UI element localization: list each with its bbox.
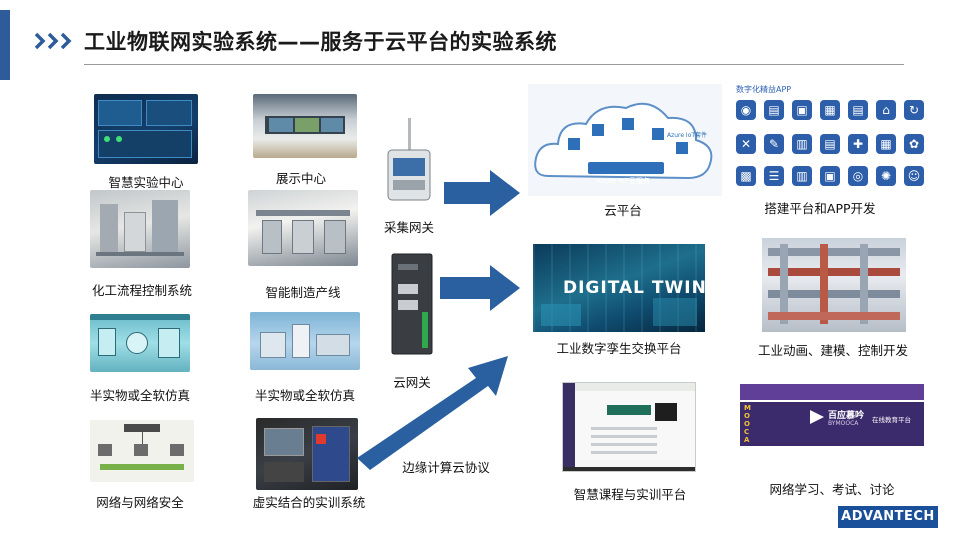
caption-simulation-2: 半实物或全软仿真 bbox=[254, 388, 355, 403]
box-icon: ▦ bbox=[820, 100, 840, 120]
caption-smart-manufacturing: 智能制造产线 bbox=[265, 285, 341, 300]
caption-app-dev: 搭建平台和APP开发 bbox=[764, 201, 876, 216]
training-system-photo bbox=[256, 418, 358, 490]
chart-icon: ▥ bbox=[792, 134, 812, 154]
caption-course-platform: 智慧课程与实训平台 bbox=[573, 487, 687, 502]
app-panel-title: 数字化精益APP bbox=[736, 85, 792, 94]
mooc-letter-m: M bbox=[744, 404, 751, 412]
people-icon: ☺ bbox=[904, 166, 924, 186]
cloud-inner-label: Azure IoT云服务 bbox=[596, 177, 650, 185]
advantech-logo: ADVANTECH bbox=[838, 506, 938, 528]
cloud-gateway-device bbox=[391, 253, 433, 355]
simulation-screen-1 bbox=[90, 314, 190, 372]
calc-icon: ▦ bbox=[876, 134, 896, 154]
image-icon: ▣ bbox=[792, 100, 812, 120]
simulation-screen-2 bbox=[250, 312, 360, 370]
gauge-icon: ◉ bbox=[736, 100, 756, 120]
search-icon: ◎ bbox=[848, 166, 868, 186]
caption-network-security: 网络与网络安全 bbox=[96, 495, 184, 510]
grid-icon: ▩ bbox=[736, 166, 756, 186]
mooc-letter-o1: O bbox=[744, 412, 750, 420]
cloud-platform-diagram bbox=[528, 84, 722, 196]
smart-manufacturing-photo bbox=[248, 190, 358, 266]
cloud-sub-label: Azure IoT套件 bbox=[666, 132, 708, 139]
mooc-letter-a: A bbox=[744, 436, 750, 444]
accent-bar bbox=[0, 10, 10, 80]
tools-icon: ✕ bbox=[736, 134, 756, 154]
caption-smart-lab: 智慧实验中心 bbox=[108, 175, 184, 190]
mooc-letter-o2: O bbox=[744, 420, 750, 428]
caption-collection-gateway: 采集网关 bbox=[383, 220, 434, 235]
arrow-to-twin bbox=[440, 265, 520, 311]
list-icon: ☰ bbox=[764, 166, 784, 186]
caption-digital-twin: 工业数字孪生交换平台 bbox=[556, 341, 682, 356]
collection-gateway-device bbox=[387, 118, 431, 201]
digital-twin-text: DIGITAL TWIN bbox=[563, 278, 705, 298]
sync-icon: ↻ bbox=[904, 100, 924, 120]
caption-cloud-platform: 云平台 bbox=[604, 203, 642, 218]
caption-exhibition: 展示中心 bbox=[275, 171, 326, 186]
cart-icon: ▣ bbox=[820, 166, 840, 186]
doc-icon: ▤ bbox=[820, 134, 840, 154]
mooc-platform-label: 在线教育平台 bbox=[872, 416, 911, 424]
mooc-brand-name: 百应慕吟 bbox=[828, 411, 865, 421]
caption-edge-protocol: 边缘计算云协议 bbox=[402, 460, 490, 475]
mooc-letter-c: C bbox=[744, 428, 750, 436]
arrow-to-cloud bbox=[444, 170, 520, 216]
caption-simulation-1: 半实物或全软仿真 bbox=[89, 388, 190, 403]
gear-icon: ✿ bbox=[904, 134, 924, 154]
doc-icon: ▤ bbox=[848, 100, 868, 120]
network-security-diagram bbox=[90, 420, 194, 482]
mooc-banner: M O O C A 百应慕吟 BYMOOCA 在线教育平台 bbox=[740, 384, 924, 454]
chemical-process-photo bbox=[90, 190, 190, 268]
caption-cloud-gateway: 云网关 bbox=[393, 375, 431, 390]
caption-animation: 工业动画、建模、控制开发 bbox=[757, 343, 908, 358]
doc-icon: ▤ bbox=[764, 100, 784, 120]
smart-lab-photo bbox=[94, 94, 198, 164]
exhibition-center-photo bbox=[253, 94, 357, 158]
slide-title: 工业物联网实验系统——服务于云平台的实验系统 bbox=[84, 30, 557, 54]
title-divider bbox=[84, 64, 904, 65]
course-platform-screenshot bbox=[562, 382, 696, 472]
pen-icon: ✎ bbox=[764, 134, 784, 154]
caption-training-system: 虚实结合的实训系统 bbox=[252, 495, 366, 510]
gears-icon: ✺ bbox=[876, 166, 896, 186]
bank-icon: ⌂ bbox=[876, 100, 896, 120]
caption-chemical-process: 化工流程控制系统 bbox=[91, 283, 192, 298]
caption-mooc: 网络学习、考试、讨论 bbox=[769, 482, 895, 497]
chart-icon: ▥ bbox=[792, 166, 812, 186]
mooc-brand-sub: BYMOOCA bbox=[828, 420, 859, 427]
puzzle-icon: ✚ bbox=[848, 134, 868, 154]
digital-twin-banner: DIGITAL TWIN bbox=[533, 244, 705, 332]
chevrons-icon bbox=[34, 32, 72, 50]
industrial-animation-render bbox=[762, 238, 906, 332]
